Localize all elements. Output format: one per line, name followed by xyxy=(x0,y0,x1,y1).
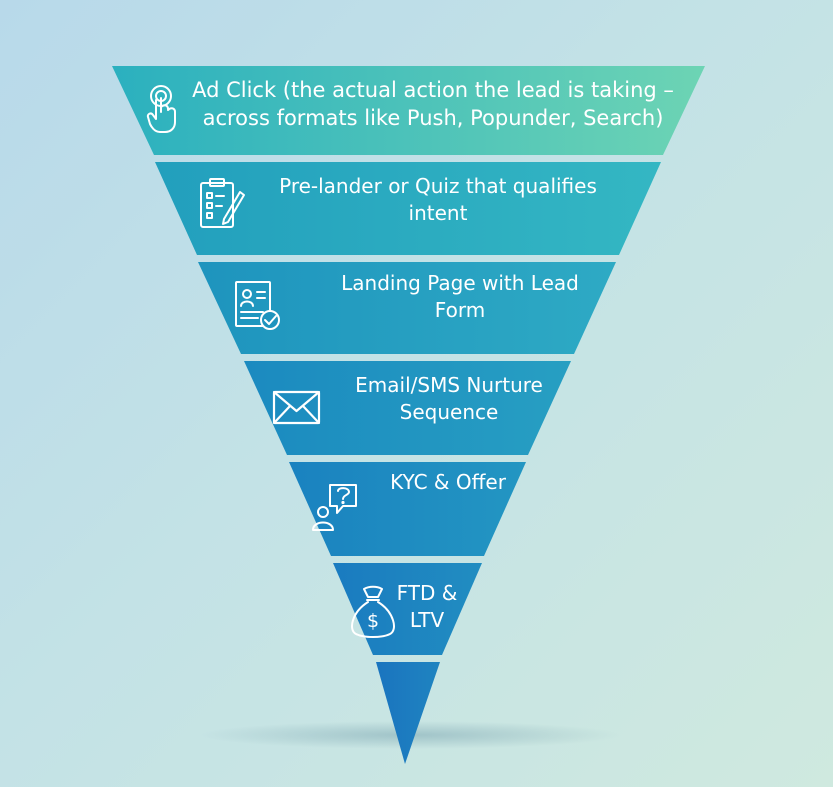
stage-2-label: Pre-lander or Quiz that qualifies intent xyxy=(258,173,618,227)
stage-5-line-1: KYC & Offer xyxy=(390,470,506,494)
funnel-band-4 xyxy=(244,361,571,455)
stage-2-line-1: Pre-lander or Quiz that qualifies xyxy=(279,174,597,198)
funnel-band-3 xyxy=(198,262,616,354)
stage-6-line-1: FTD & xyxy=(396,581,458,605)
stage-1-line-2: across formats like Push, Popunder, Sear… xyxy=(202,106,664,131)
svg-text:$: $ xyxy=(367,610,379,632)
money-bag-icon: $ xyxy=(351,585,395,638)
stage-2-line-2: intent xyxy=(408,201,468,225)
tap-hand-icon xyxy=(146,85,176,133)
user-question-icon xyxy=(312,484,357,531)
checklist-icon xyxy=(200,178,245,228)
stage-4-label: Email/SMS Nurture Sequence xyxy=(334,372,564,426)
funnel-band-2 xyxy=(155,162,661,255)
stage-1-line-1: Ad Click (the actual action the lead is … xyxy=(192,78,674,102)
stage-3-line-2: Form xyxy=(434,298,486,322)
stage-3-line-1: Landing Page with Lead xyxy=(341,271,579,295)
stage-1-label: Ad Click (the actual action the lead is … xyxy=(186,76,680,133)
stage-4-line-1: Email/SMS Nurture xyxy=(355,373,543,397)
envelope-icon xyxy=(272,390,321,425)
funnel-tip xyxy=(376,662,440,764)
stage-5-label: KYC & Offer xyxy=(373,469,523,496)
funnel-band-1 xyxy=(112,66,705,155)
stage-6-label: FTD & LTV xyxy=(390,580,464,634)
stage-4-line-2: Sequence xyxy=(399,400,499,424)
stage-3-label: Landing Page with Lead Form xyxy=(320,270,600,324)
form-check-icon xyxy=(235,281,280,330)
stage-6-line-2: LTV xyxy=(409,608,445,632)
